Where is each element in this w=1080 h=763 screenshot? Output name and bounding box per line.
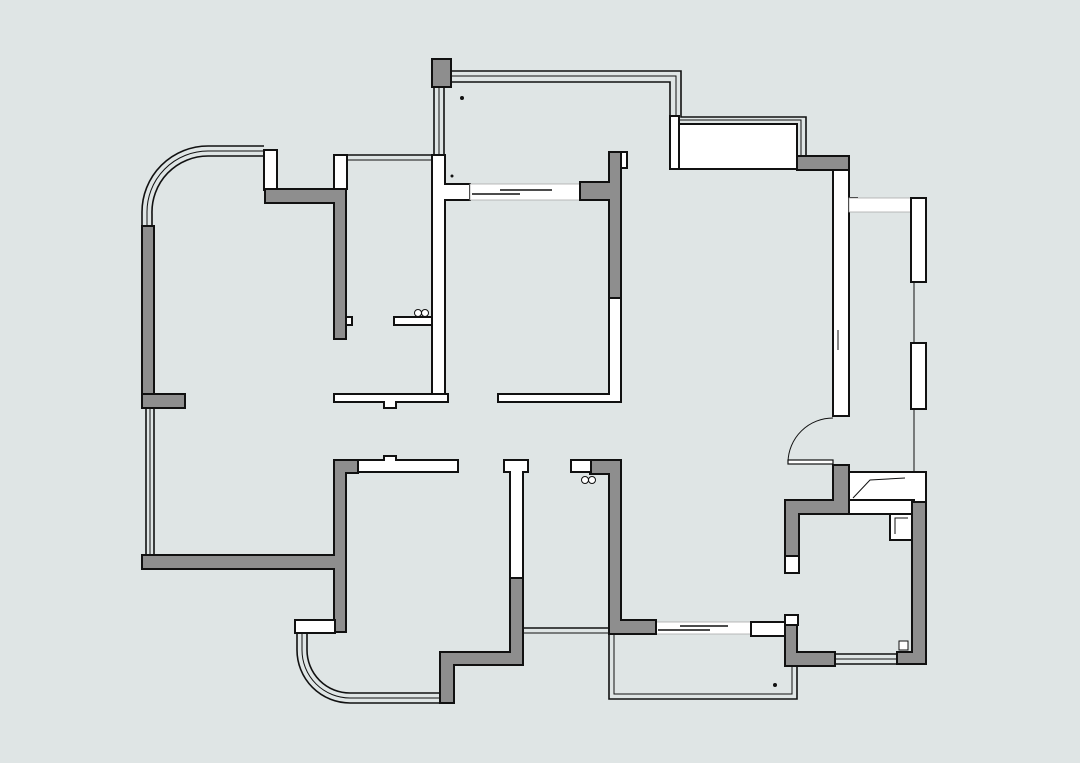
kitchen-duct-line (894, 517, 908, 534)
south-center-east-wall (589, 459, 657, 635)
north-balcony (431, 58, 807, 170)
entry-door-swing (787, 417, 834, 463)
kitchen-north-wall (784, 464, 850, 557)
north-center-glass-door (469, 183, 581, 201)
south-center-door-stub (570, 459, 592, 473)
southwest-bay-window-mid (301, 633, 440, 699)
northwest-outer-wall-west-foot (141, 393, 186, 409)
southwest-bedroom (141, 408, 459, 704)
south-bath-partition (503, 459, 529, 579)
south-balcony (608, 621, 798, 700)
north-balcony-cabinet (678, 123, 798, 170)
north-center-east-wall-white (497, 297, 622, 403)
east-terrace-floor (848, 197, 914, 213)
north-bath (333, 154, 471, 409)
southeast-kitchen (784, 464, 927, 667)
east-wall-top-cap (796, 155, 850, 171)
south-bath (439, 459, 529, 704)
north-balcony-window-outer (451, 70, 807, 158)
south-center-bedroom (523, 459, 657, 635)
northwest-partition-wall (264, 188, 347, 340)
north-bath-drain (450, 174, 454, 178)
southwest-partition-wall (141, 459, 359, 633)
south-center-basin-left (581, 476, 589, 484)
kitchen-corner-marker (898, 640, 909, 651)
entry-door-leaf (787, 459, 834, 465)
northwest-bedroom (141, 145, 432, 409)
kitchen-foot-block (784, 555, 800, 574)
southwest-window-pier (294, 619, 336, 634)
south-balcony-east-pier (750, 621, 786, 637)
south-center-basin-right (588, 476, 596, 484)
southwest-bay-window-outer (296, 633, 440, 704)
northwest-partition-cap (333, 154, 348, 190)
kitchen-south-wall (784, 621, 836, 667)
south-balcony-rail-inner (613, 634, 793, 695)
north-balcony-stub-wall (669, 115, 680, 170)
north-bath-basin-right (421, 309, 429, 317)
northwest-bay-window-mid (146, 150, 264, 226)
east-terrace-window-lower (910, 342, 927, 410)
southwest-north-wall-white (357, 455, 459, 473)
north-balcony-drain (460, 96, 464, 100)
southwest-bay-window-inner (306, 633, 440, 694)
east-long-wall (832, 169, 850, 417)
northwest-outer-wall-west (141, 225, 155, 409)
kitchen-east-wall-white (848, 499, 915, 515)
kitchen-counter-edge (852, 477, 906, 499)
northwest-bay-window-outer (141, 145, 264, 226)
northwest-window-pier (263, 149, 278, 191)
north-bath-stub-wall (393, 316, 433, 326)
north-center-east-wall (579, 151, 622, 299)
kitchen-entry-counter (848, 471, 927, 503)
east-zone (787, 155, 927, 472)
northwest-bay-window-inner (151, 155, 264, 226)
kitchen-south-pier (784, 614, 799, 626)
north-bath-south-wall (333, 393, 449, 409)
south-balcony-drain (773, 683, 777, 687)
north-center-bedroom (469, 151, 628, 403)
south-balcony-rail-outer (608, 634, 798, 700)
north-balcony-corner-pillar (431, 58, 452, 88)
south-balcony-door-opening (655, 621, 752, 635)
north-center-east-wall-cap (620, 151, 628, 169)
east-terrace-window-upper (910, 197, 927, 283)
northwest-wall-nib (345, 316, 353, 326)
south-bath-stepped-wall (439, 577, 524, 704)
north-bath-center-wall (431, 154, 471, 403)
north-bath-basin-left (414, 309, 422, 317)
